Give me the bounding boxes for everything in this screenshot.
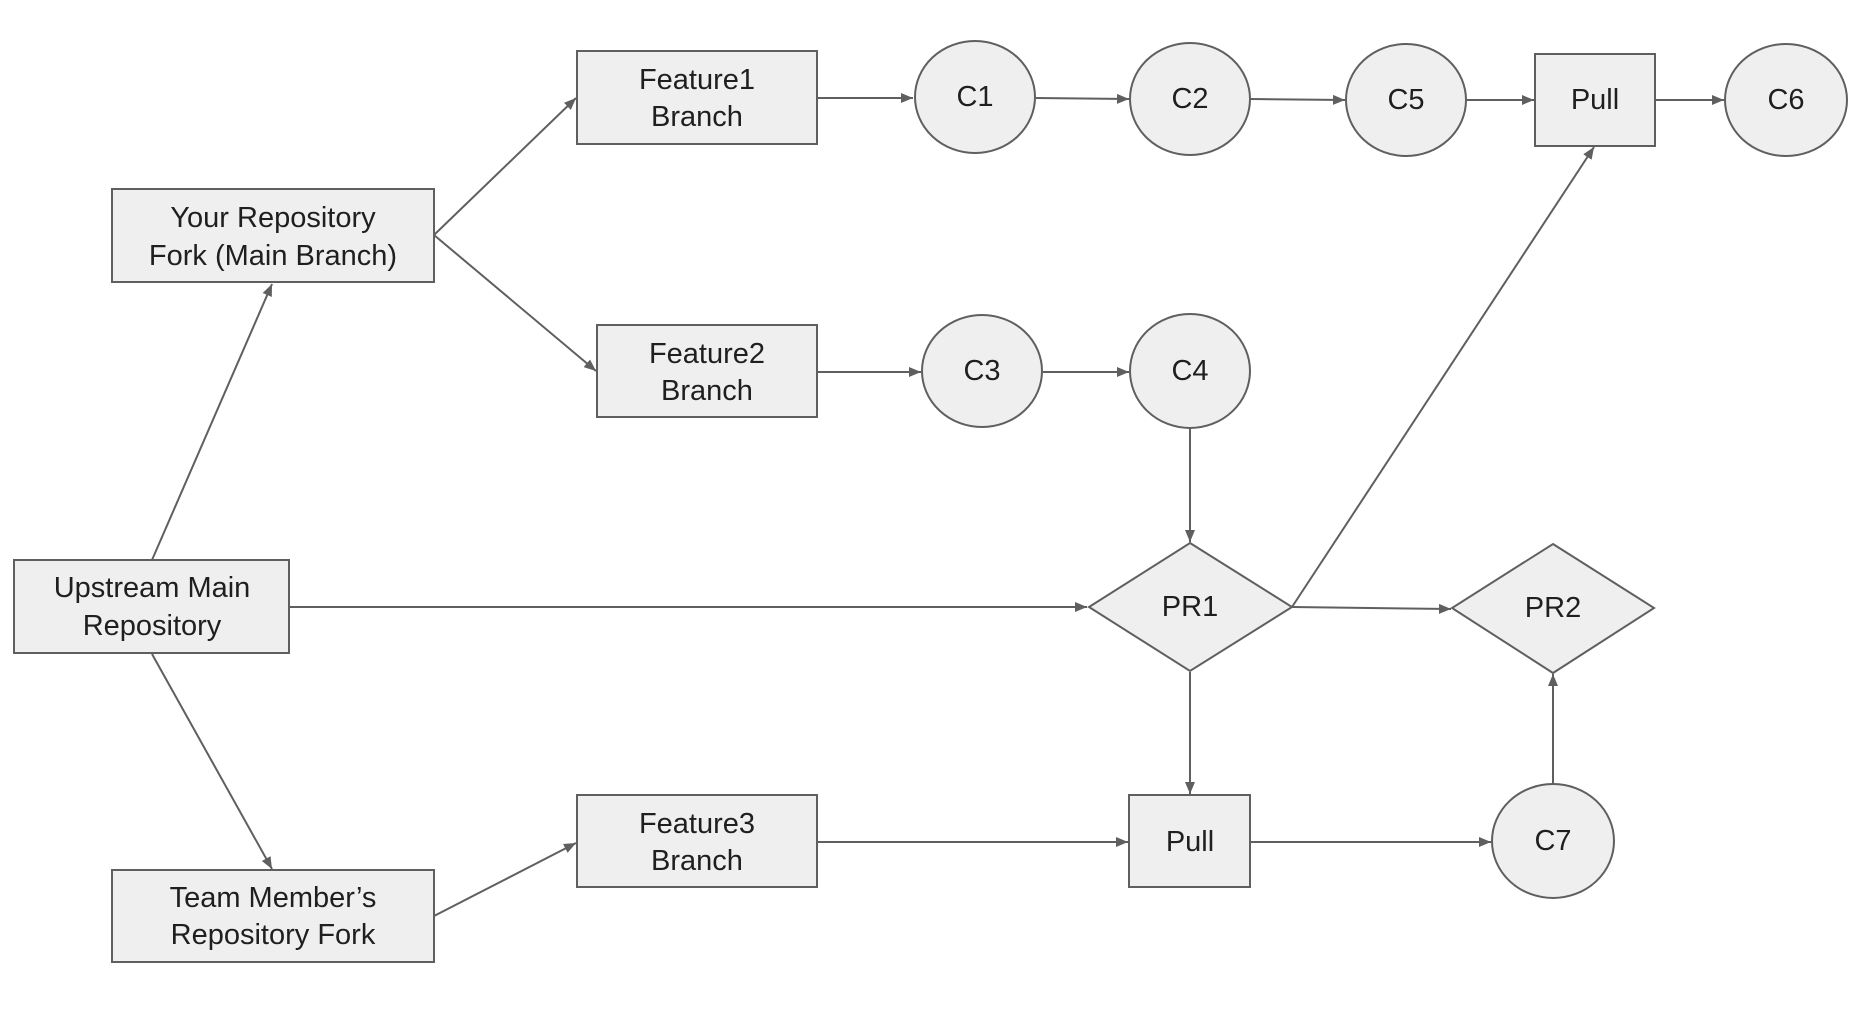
node-label: C6 — [1767, 84, 1804, 116]
node-label: Pull — [1166, 826, 1214, 858]
edge-pr1-to-pr2 — [1291, 603, 1452, 614]
node-c1[interactable]: C1 — [914, 40, 1036, 154]
node-label: C3 — [963, 355, 1000, 387]
node-label: PR1 — [1162, 591, 1218, 623]
node-feature1-branch[interactable]: Feature1 Branch — [576, 50, 818, 145]
node-upstream-main-repository[interactable]: Upstream Main Repository — [13, 559, 290, 654]
node-label: Pull — [1571, 84, 1619, 116]
node-label: Branch — [651, 101, 743, 133]
node-c4[interactable]: C4 — [1129, 313, 1251, 429]
edge-c2-to-c5 — [1250, 94, 1346, 105]
node-label: Your Repository — [170, 202, 376, 234]
edge-pr1-to-pull-top — [1291, 146, 1595, 608]
node-label: C2 — [1171, 83, 1208, 115]
node-label: Repository Fork — [171, 919, 376, 951]
node-c3[interactable]: C3 — [921, 314, 1043, 428]
node-pull-bottom[interactable]: Pull — [1128, 794, 1251, 888]
node-pr1[interactable]: PR1 — [1087, 541, 1294, 673]
edge-your-fork-to-feature1 — [433, 97, 577, 236]
node-label: C7 — [1534, 825, 1571, 857]
node-label: C1 — [956, 81, 993, 113]
node-label: Team Member’s — [170, 882, 377, 914]
node-label: PR2 — [1525, 592, 1581, 624]
edges — [151, 93, 1724, 917]
node-label: Feature2 — [649, 338, 765, 370]
node-label: Branch — [651, 845, 743, 877]
edge-upstream-to-team-fork — [151, 653, 273, 870]
node-c6[interactable]: C6 — [1724, 43, 1848, 157]
node-label: Branch — [661, 375, 753, 407]
node-label: Feature3 — [639, 808, 755, 840]
edge-c1-to-c2 — [1035, 93, 1130, 104]
edge-upstream-to-your-fork — [151, 283, 273, 561]
edge-team-fork-to-feature3 — [433, 842, 577, 917]
node-team-member-repository-fork[interactable]: Team Member’s Repository Fork — [111, 869, 435, 963]
node-label: C5 — [1387, 84, 1424, 116]
edge-your-fork-to-feature2 — [433, 234, 597, 372]
node-label: Upstream Main — [54, 572, 251, 604]
node-label: C4 — [1171, 355, 1208, 387]
node-c7[interactable]: C7 — [1491, 783, 1615, 899]
node-label: Fork (Main Branch) — [149, 240, 397, 272]
node-feature3-branch[interactable]: Feature3 Branch — [576, 794, 818, 888]
node-pull-top[interactable]: Pull — [1534, 53, 1656, 147]
node-pr2[interactable]: PR2 — [1450, 542, 1656, 675]
node-c5[interactable]: C5 — [1345, 43, 1467, 157]
node-feature2-branch[interactable]: Feature2 Branch — [596, 324, 818, 418]
node-label: Repository — [83, 610, 222, 642]
node-label: Feature1 — [639, 64, 755, 96]
node-your-repository-fork[interactable]: Your Repository Fork (Main Branch) — [111, 188, 435, 283]
node-c2[interactable]: C2 — [1129, 42, 1251, 156]
